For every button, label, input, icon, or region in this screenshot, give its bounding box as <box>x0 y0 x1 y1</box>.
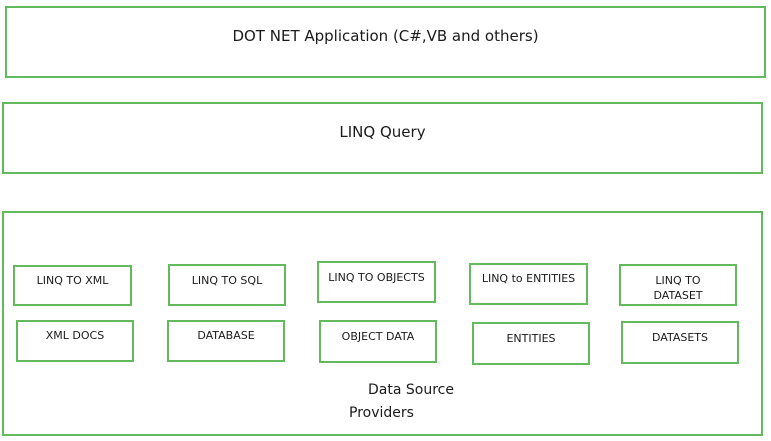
source-database: DATABASE <box>167 320 285 362</box>
source-entities-label: ENTITIES <box>506 332 556 345</box>
dotnet-application-label: DOT NET Application (C#,VB and others) <box>232 27 539 45</box>
source-entities: ENTITIES <box>472 322 590 365</box>
provider-linq-to-dataset: LINQ TO DATASET <box>619 264 737 306</box>
provider-linq-to-dataset-label-line1: LINQ TO <box>655 274 701 287</box>
source-object-data-label: OBJECT DATA <box>341 330 415 343</box>
source-datasets-label: DATASETS <box>652 331 708 344</box>
source-datasets: DATASETS <box>621 321 739 364</box>
data-source-caption-line2: Providers <box>349 405 414 421</box>
source-xml-docs: XML DOCS <box>16 320 134 362</box>
linq-query-layer: LINQ Query <box>2 102 763 174</box>
provider-linq-to-dataset-label-line2: DATASET <box>653 289 703 302</box>
provider-linq-to-xml: LINQ TO XML <box>13 265 132 306</box>
linq-query-label: LINQ Query <box>339 123 426 141</box>
provider-linq-to-xml-label: LINQ TO XML <box>36 274 109 287</box>
provider-linq-to-sql: LINQ TO SQL <box>168 264 286 306</box>
provider-linq-to-entities-label: LINQ to ENTITIES <box>481 272 576 285</box>
provider-linq-to-entities: LINQ to ENTITIES <box>469 263 588 305</box>
source-object-data: OBJECT DATA <box>319 320 437 363</box>
provider-linq-to-sql-label: LINQ TO SQL <box>191 274 263 287</box>
source-xml-docs-label: XML DOCS <box>45 329 105 342</box>
provider-linq-to-objects-label: LINQ TO OBJECTS <box>328 271 425 284</box>
source-database-label: DATABASE <box>197 329 255 342</box>
data-source-caption-line1: Data Source <box>368 382 454 398</box>
provider-linq-to-objects: LINQ TO OBJECTS <box>317 261 436 303</box>
dotnet-application-layer: DOT NET Application (C#,VB and others) <box>5 6 766 78</box>
